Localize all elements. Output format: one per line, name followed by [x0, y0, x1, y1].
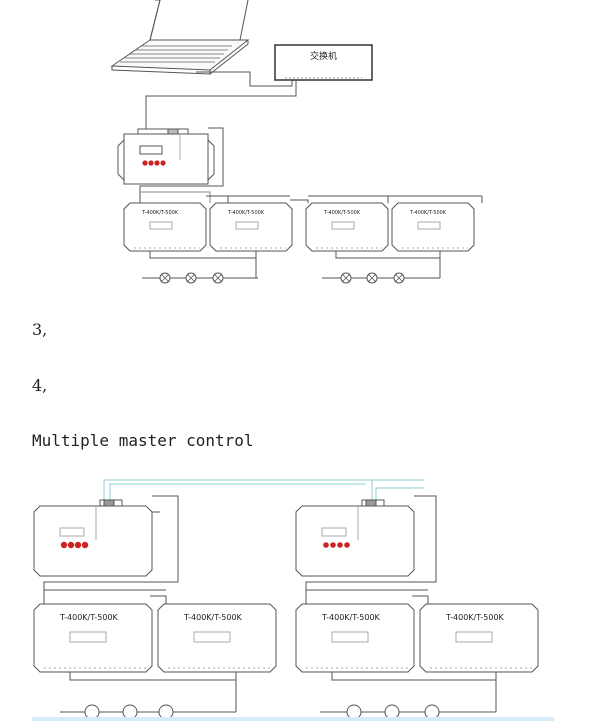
multi-slave-label-1: T-400K/T-500K — [60, 613, 118, 622]
switch-label: 交换机 — [310, 52, 338, 62]
note-item-4: 4, — [32, 376, 48, 395]
slave-label-2: T-400K/T-500K — [228, 210, 265, 216]
section-heading: Multiple master control — [32, 431, 254, 450]
network-diagram-single — [110, 0, 483, 284]
note-item-3: 3, — [32, 320, 48, 339]
multi-slave-label-3: T-400K/T-500K — [322, 613, 380, 622]
multi-slave-label-2: T-400K/T-500K — [184, 613, 242, 622]
slave-label-1: T-400K/T-500K — [142, 210, 179, 216]
bottom-highlight-bar — [32, 717, 554, 721]
slave-label-3: T-400K/T-500K — [324, 210, 361, 216]
multi-slave-label-4: T-400K/T-500K — [446, 613, 504, 622]
slave-box-shapes — [123, 202, 475, 252]
slave-label-4: T-400K/T-500K — [410, 210, 447, 216]
